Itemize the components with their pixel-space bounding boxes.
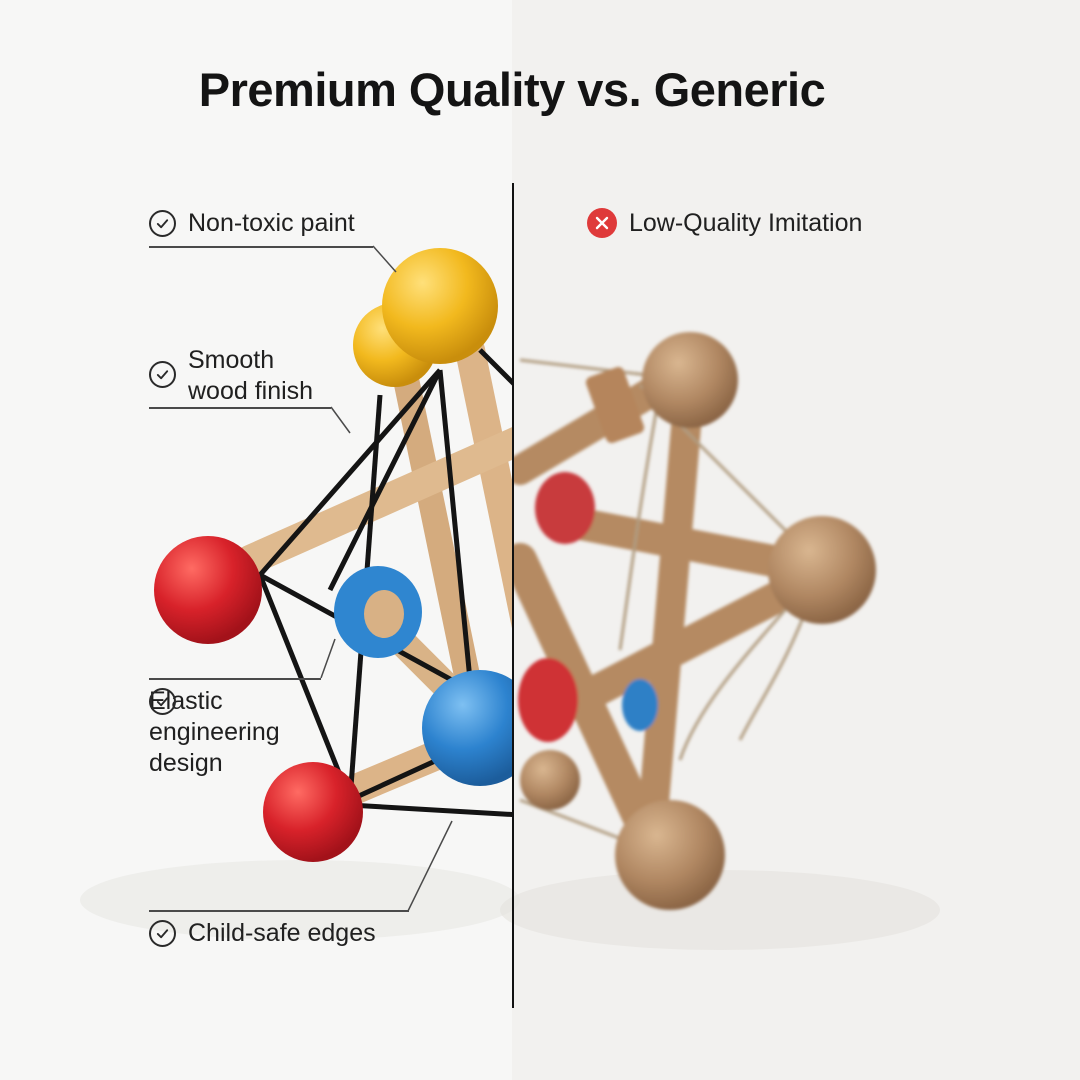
callout-leader bbox=[407, 820, 453, 912]
generic-toy bbox=[512, 332, 876, 910]
feature-smooth-wood-finish: Smooth wood finish bbox=[149, 345, 313, 407]
callout-rule bbox=[149, 678, 321, 680]
callout-rule bbox=[149, 246, 373, 248]
callout-rule bbox=[149, 910, 409, 912]
callout-rule bbox=[149, 407, 331, 409]
x-circle-icon bbox=[587, 208, 617, 238]
feature-child-safe-edges: Child-safe edges bbox=[149, 918, 376, 949]
check-circle-icon bbox=[149, 361, 176, 388]
feature-elastic-engineering-design: Elastic engineering design bbox=[149, 686, 280, 779]
check-circle-icon bbox=[149, 688, 176, 715]
feature-non-toxic-paint: Non-toxic paint bbox=[149, 208, 355, 239]
blue-ring bbox=[334, 566, 422, 658]
page-title: Premium Quality vs. Generic bbox=[198, 63, 826, 116]
feature-label: Smooth wood finish bbox=[188, 346, 314, 405]
comparison-divider bbox=[512, 183, 514, 1008]
feature-label: Child-safe edges bbox=[188, 919, 376, 947]
feature-label: Non-toxic paint bbox=[188, 209, 355, 237]
generic-label: Low-Quality Imitation bbox=[587, 208, 862, 239]
premium-toy bbox=[154, 248, 512, 862]
feature-label: Elastic engineering design bbox=[149, 687, 280, 777]
generic-label-text: Low-Quality Imitation bbox=[629, 209, 863, 237]
callout-leader bbox=[330, 406, 351, 434]
check-circle-icon bbox=[149, 920, 176, 947]
check-circle-icon bbox=[149, 210, 176, 237]
callout-leader bbox=[372, 245, 397, 273]
callout-leader bbox=[320, 638, 336, 679]
